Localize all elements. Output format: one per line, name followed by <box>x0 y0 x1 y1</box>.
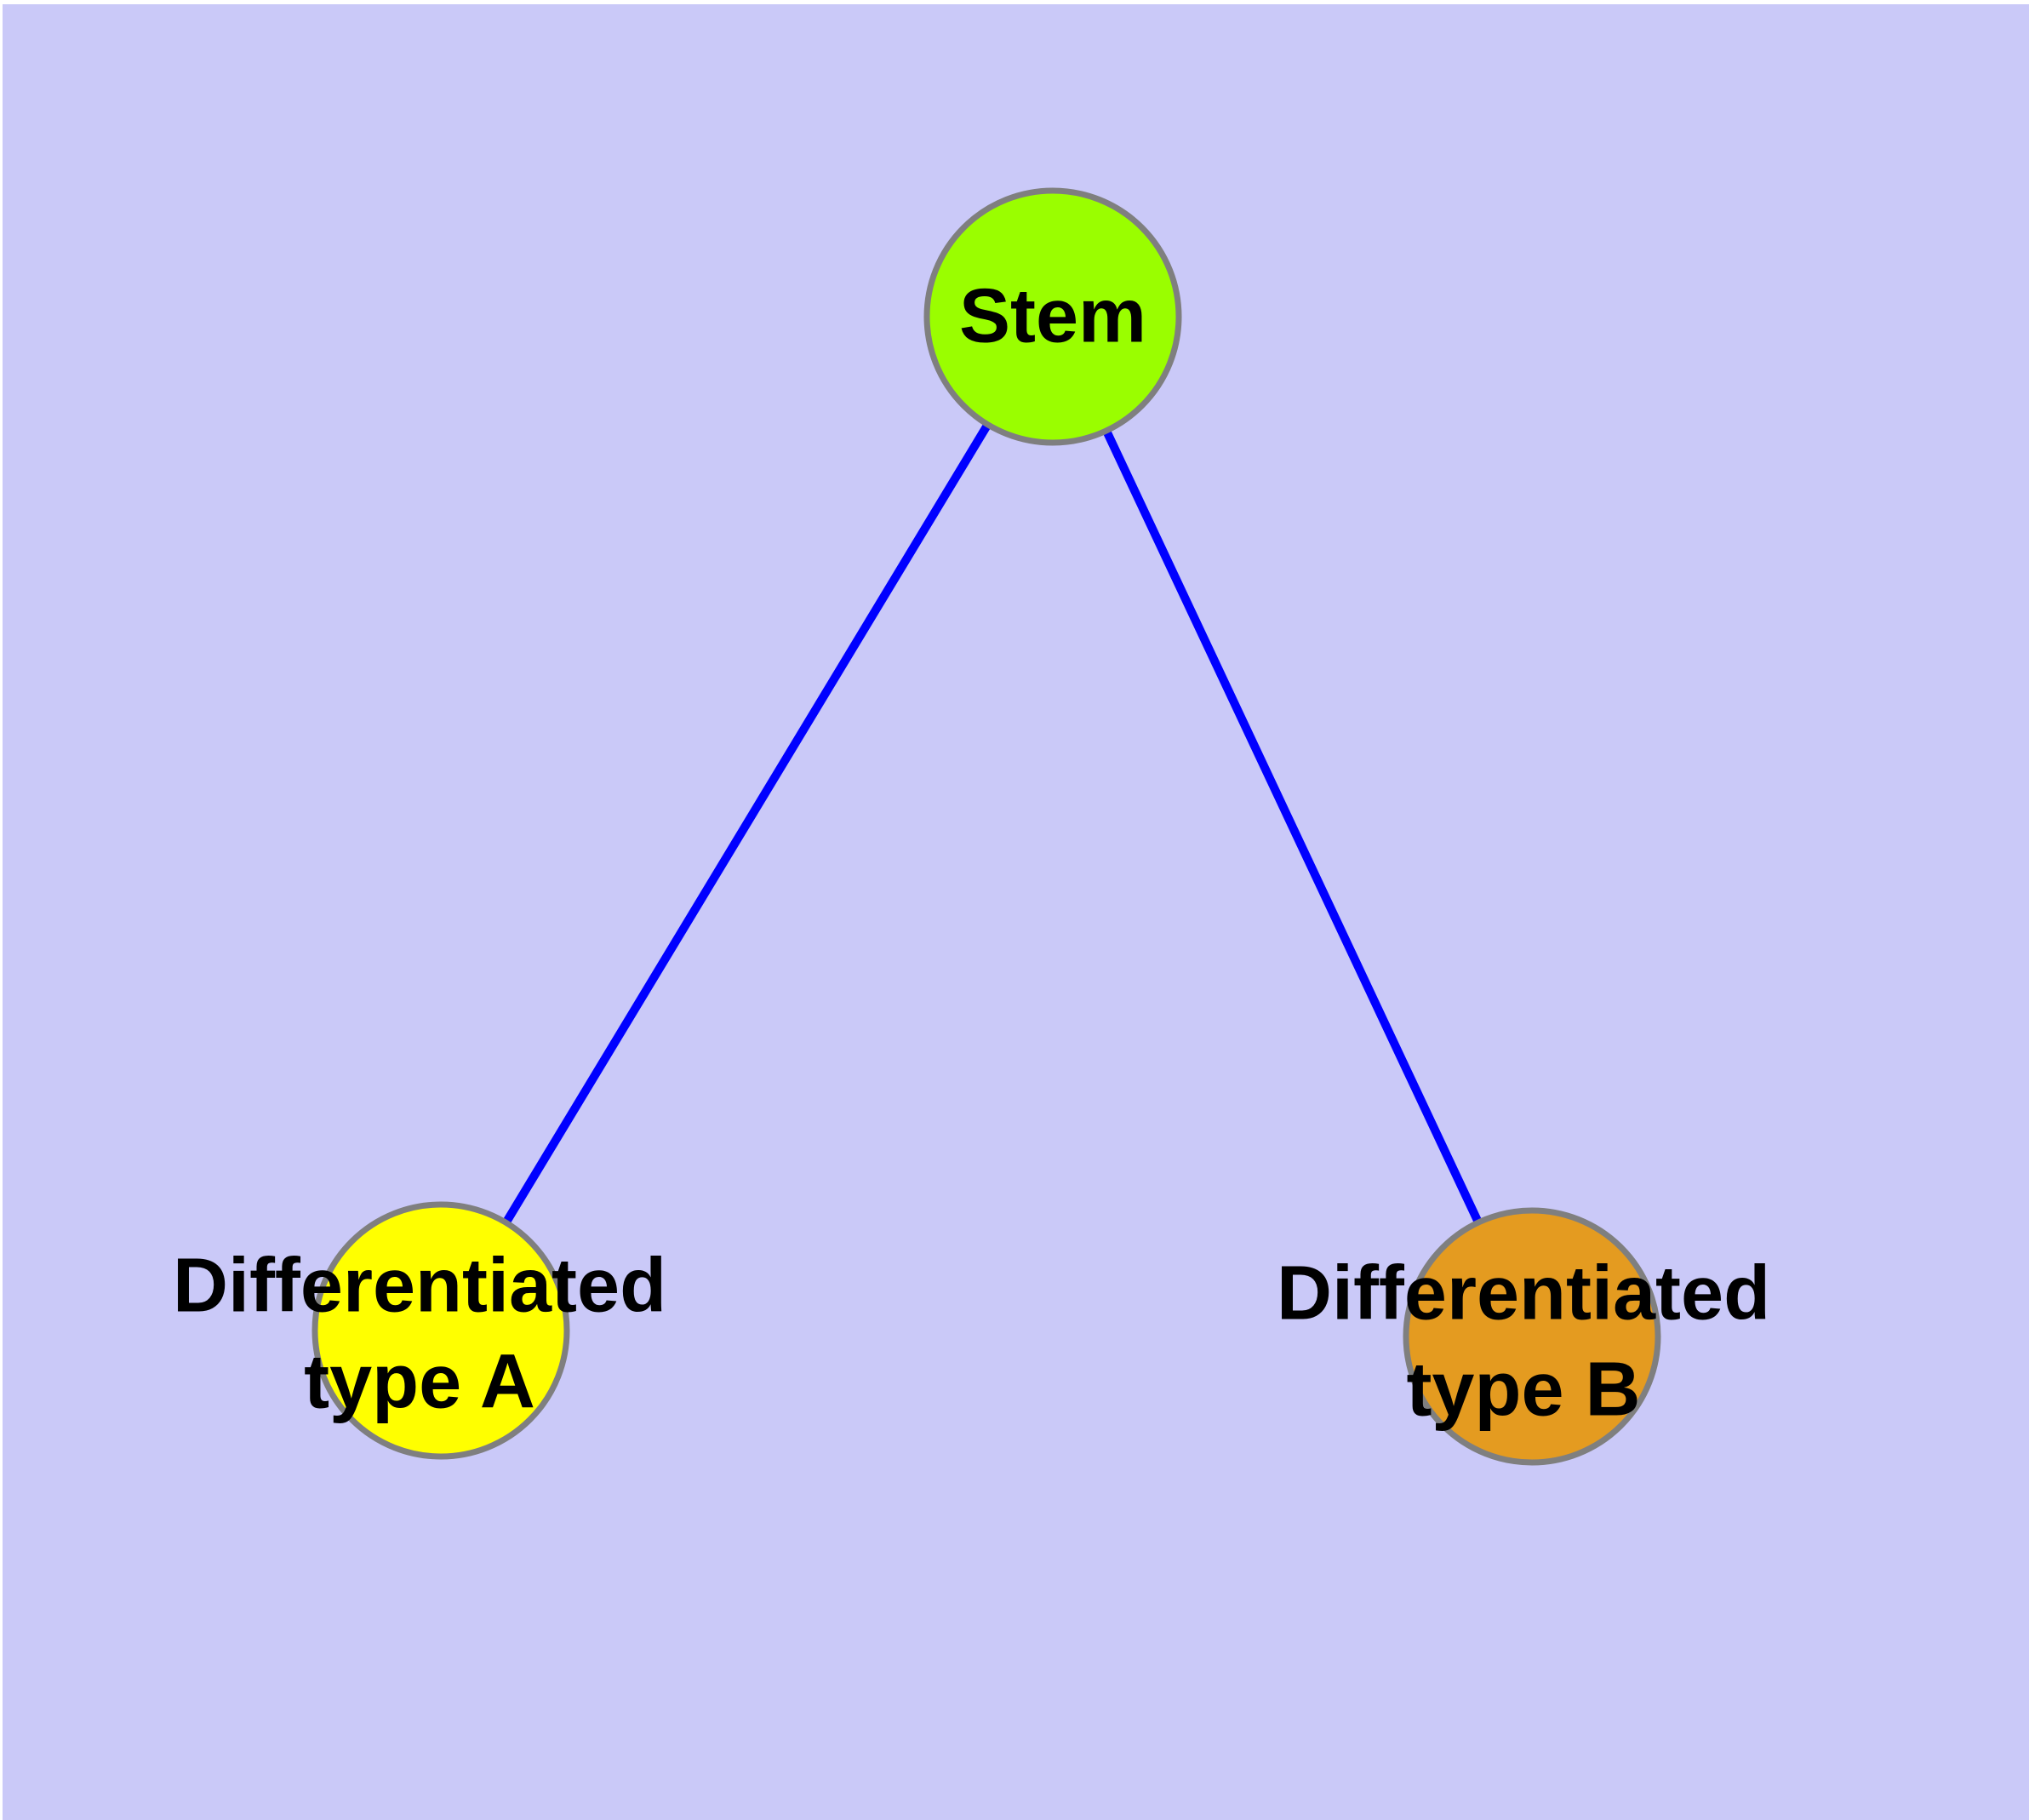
node-differentiated-type-a <box>311 1201 570 1460</box>
node-stem <box>923 187 1182 446</box>
edge-stem-to-type-b <box>1049 314 1536 1339</box>
edge-stem-to-type-a <box>437 314 1057 1333</box>
node-differentiated-type-b <box>1403 1207 1661 1466</box>
